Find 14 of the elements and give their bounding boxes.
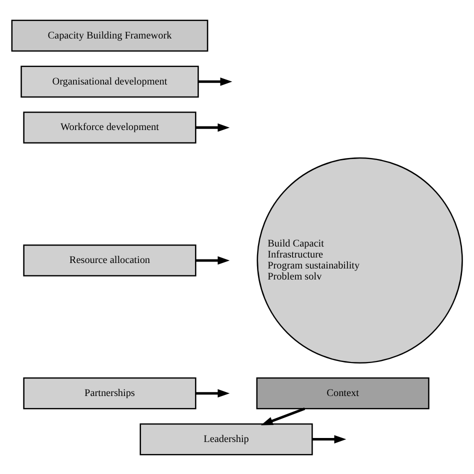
node-box: Capacity Building Framework: [11, 19, 208, 52]
node-circle: Build Capacit Infrastructure Program sustainability Problem solv: [256, 156, 463, 364]
node-box: Resource allocation: [23, 244, 196, 276]
node-box: Organisational development: [20, 65, 199, 98]
node-box: Context: [256, 376, 430, 409]
arrow: [312, 434, 346, 443]
arrow: [196, 388, 230, 398]
arrow: [260, 407, 306, 425]
arrow: [198, 76, 232, 86]
node-box: Partnerships: [23, 376, 196, 409]
arrow: [196, 122, 230, 132]
node-box: Workforce development: [23, 111, 196, 144]
arrow: [196, 256, 230, 264]
node-box: Leadership: [140, 422, 313, 455]
